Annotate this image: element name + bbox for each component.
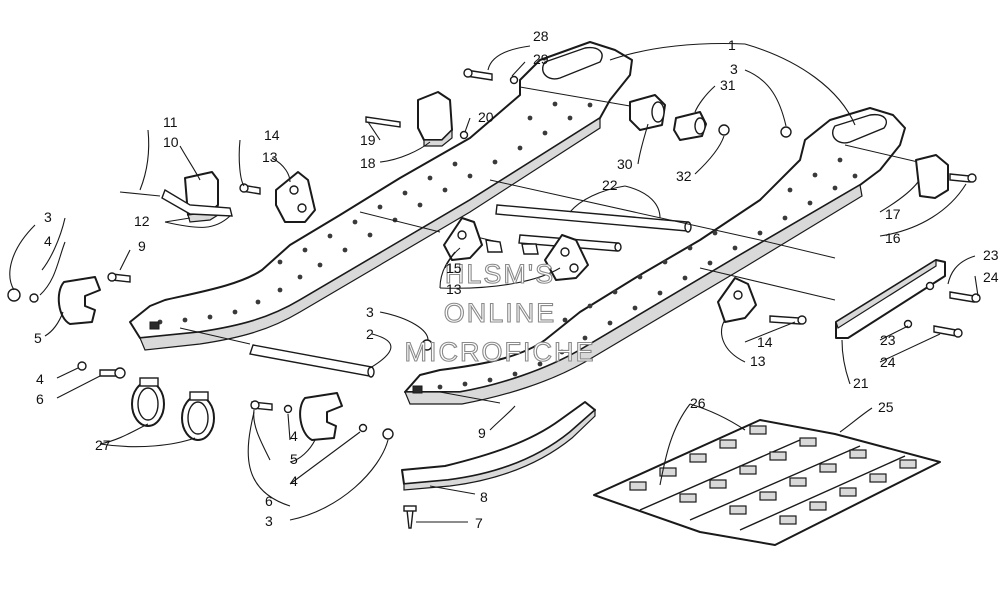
callout-3-top: 3 — [730, 61, 738, 77]
bracket-mid-left — [443, 217, 503, 261]
callout-18: 18 — [360, 155, 376, 171]
callout-15: 15 — [446, 260, 462, 276]
callout-4-left: 4 — [44, 233, 52, 249]
callout-3-left: 3 — [44, 209, 52, 225]
callout-23-top: 23 — [983, 247, 999, 263]
callout-13-right: 13 — [750, 353, 766, 369]
callout-27: 27 — [95, 437, 111, 453]
callout-29: 29 — [533, 51, 549, 67]
callout-19: 19 — [360, 132, 376, 148]
callout-26: 26 — [690, 395, 706, 411]
callout-30: 30 — [617, 156, 633, 172]
callout-2: 2 — [366, 326, 374, 342]
callout-14-right: 14 — [757, 334, 773, 350]
callout-25: 25 — [878, 399, 894, 415]
callout-10: 10 — [163, 134, 179, 150]
callout-24-bottom: 24 — [880, 354, 896, 370]
callout-22: 22 — [602, 177, 618, 193]
bushings — [463, 68, 792, 141]
callout-3-bottom: 3 — [265, 513, 273, 529]
watermark: HLSM'S ONLINE MICROFICHE — [404, 258, 596, 367]
front-bumper-left — [7, 272, 131, 379]
callout-4-lower-left: 4 — [36, 371, 44, 387]
watermark-line-1: HLSM'S — [445, 259, 555, 289]
callout-23-bottom: 23 — [880, 332, 896, 348]
watermark-line-3: MICROFICHE — [405, 337, 596, 367]
cross-shafts — [179, 86, 919, 404]
callout-9-left: 9 — [138, 238, 146, 254]
callout-6-bottom: 6 — [265, 493, 273, 509]
right-rail-holes — [412, 157, 858, 394]
track-clips — [629, 425, 917, 525]
callout-6-left: 6 — [36, 391, 44, 407]
leader-lines — [9, 42, 979, 523]
callout-4-bottom-b: 4 — [290, 473, 298, 489]
bracket-mid-right — [521, 234, 589, 281]
callout-5-bottom: 5 — [290, 451, 298, 467]
callout-17: 17 — [885, 206, 901, 222]
callout-8: 8 — [480, 489, 488, 505]
stop-block-left — [119, 171, 233, 223]
callout-13-upper: 13 — [262, 149, 278, 165]
callout-13-mid: 13 — [446, 281, 462, 297]
callout-12: 12 — [134, 213, 150, 229]
stop-block-upper — [365, 91, 469, 147]
bracket-lower-right — [717, 277, 807, 325]
callout-21: 21 — [853, 375, 869, 391]
callout-9-right: 9 — [478, 425, 486, 441]
callout-16: 16 — [885, 230, 901, 246]
callout-32: 32 — [676, 168, 692, 184]
rear-bumper-left — [250, 339, 433, 441]
callout-20: 20 — [478, 109, 494, 125]
callout-31: 31 — [720, 77, 736, 93]
callout-14-upper: 14 — [264, 127, 280, 143]
callout-28: 28 — [533, 28, 549, 44]
callout-labels: 1 2 3 3 3 3 4 4 4 4 5 5 6 6 7 8 9 9 10 1… — [34, 28, 999, 531]
wear-strip — [401, 401, 596, 529]
rear-plate-right — [835, 258, 981, 339]
bracket-upper-left — [239, 171, 316, 223]
callout-7: 7 — [475, 515, 483, 531]
stop-block-right — [915, 154, 977, 199]
callout-24-top: 24 — [983, 269, 999, 285]
watermark-line-2: ONLINE — [444, 298, 557, 328]
callout-11: 11 — [163, 114, 178, 130]
track-assembly — [593, 419, 941, 546]
callout-4-bottom-a: 4 — [290, 428, 298, 444]
clamps — [131, 377, 215, 441]
callout-1: 1 — [728, 37, 736, 53]
callout-5-left: 5 — [34, 330, 42, 346]
callout-3-mid: 3 — [366, 304, 374, 320]
